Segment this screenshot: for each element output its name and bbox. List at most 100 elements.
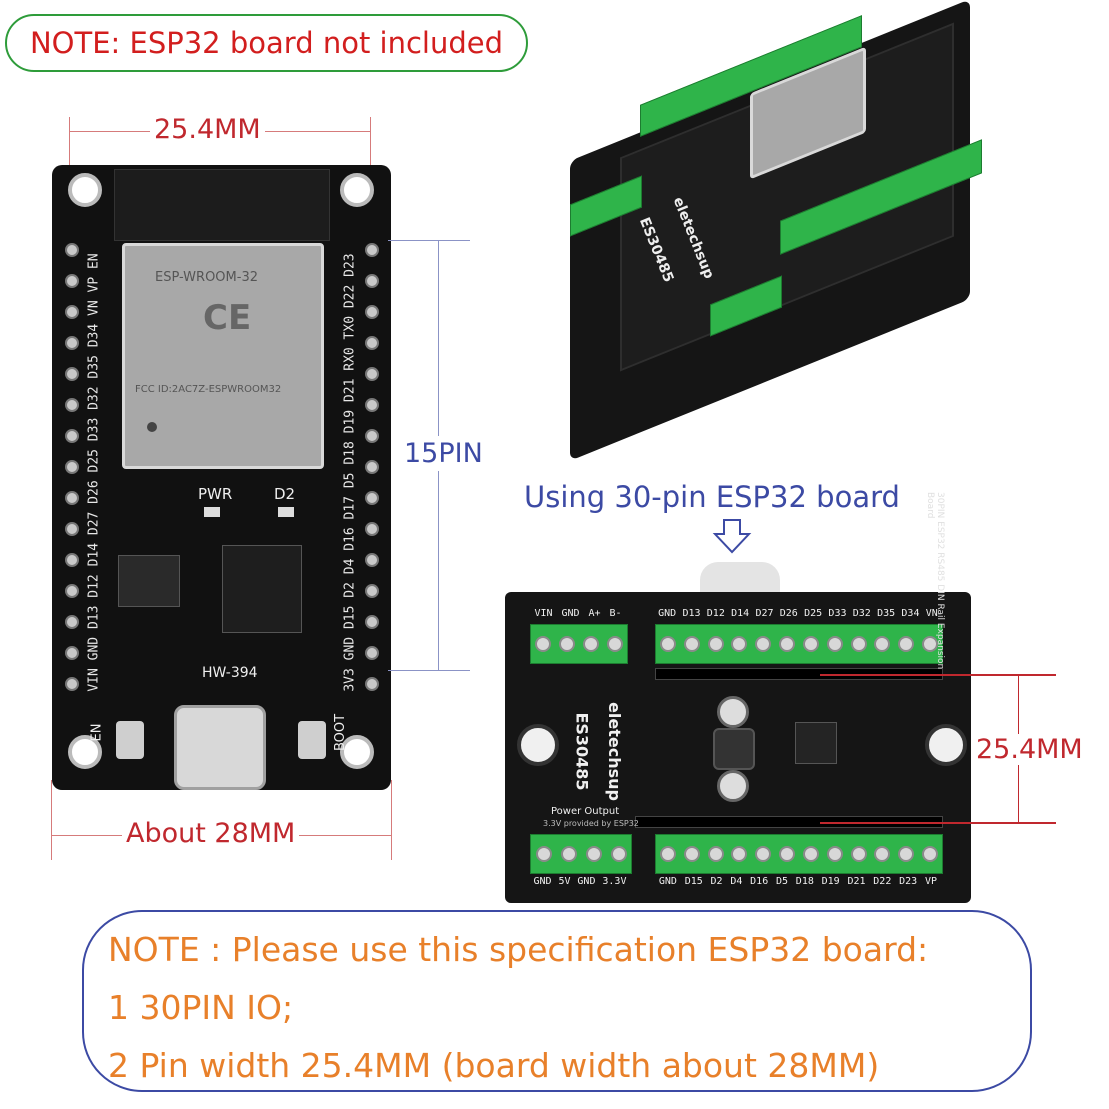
terminal-screw[interactable] xyxy=(802,846,819,862)
terminal-label: GND xyxy=(577,876,596,887)
terminal-label: VIN xyxy=(534,608,553,619)
terminal-screw[interactable] xyxy=(683,846,700,862)
terminal-screw[interactable] xyxy=(535,846,552,862)
terminal-block-power xyxy=(530,834,632,874)
header-pin xyxy=(65,491,79,505)
terminal-screw[interactable] xyxy=(779,846,796,862)
terminal-screw[interactable] xyxy=(707,636,724,652)
terminal-screw[interactable] xyxy=(585,846,602,862)
header-pin xyxy=(365,553,379,567)
terminal-label: 5V xyxy=(558,876,571,887)
terminal-screw[interactable] xyxy=(802,636,819,652)
header-pin xyxy=(365,584,379,598)
esp32-board: ESP-WROOM-32 CE FCC ID:2AC7Z-ESPWROOM32 … xyxy=(52,165,391,790)
header-pin xyxy=(365,615,379,629)
terminal-screw[interactable] xyxy=(707,846,724,862)
header-pin xyxy=(65,398,79,412)
terminal-screw[interactable] xyxy=(610,846,627,862)
terminal-screw[interactable] xyxy=(874,846,891,862)
terminal-screw[interactable] xyxy=(659,636,676,652)
dim-line-bottom-left-tick xyxy=(51,780,52,860)
right-pin-labels: 3V3 GND D15 D2 D4 D16 D17 D5 D18 D19 D21… xyxy=(342,253,358,692)
module-dot xyxy=(147,422,157,432)
top-note: NOTE: ESP32 board not included xyxy=(5,14,528,72)
header-pin xyxy=(65,274,79,288)
mount-hole-tr xyxy=(340,173,374,207)
din-rail-enclosure-3d: eletechsup ES30485 xyxy=(530,0,1000,461)
terminal-screw[interactable] xyxy=(559,636,575,652)
terminal-screw[interactable] xyxy=(922,636,939,652)
header-pin xyxy=(365,460,379,474)
boot-button[interactable] xyxy=(298,721,326,759)
terminal-label: GND xyxy=(533,876,552,887)
board-brand: eletechsup xyxy=(604,702,624,801)
dim-15pin-bottom-tick xyxy=(388,670,470,671)
dim-label-pin-count: 15PIN xyxy=(404,436,483,471)
terminal-block-bottom xyxy=(655,834,943,874)
fcc-label: FCC ID:2AC7Z-ESPWROOM32 xyxy=(135,384,282,395)
terminal-screw[interactable] xyxy=(607,636,623,652)
terminal-screw[interactable] xyxy=(874,636,891,652)
mount-hole-br xyxy=(340,735,374,769)
header-pin xyxy=(365,491,379,505)
terminal-screw[interactable] xyxy=(898,846,915,862)
down-arrow-icon xyxy=(712,518,752,554)
terminal-label: D26 xyxy=(779,608,798,619)
header-pin xyxy=(365,522,379,536)
bottom-note-line-2: 1 30PIN IO; xyxy=(108,988,294,1027)
terminal-label: D21 xyxy=(847,876,866,887)
dim-label-right-width: 25.4MM xyxy=(976,734,1083,765)
header-pin xyxy=(65,646,79,660)
terminal-screw[interactable] xyxy=(659,846,676,862)
header-pin xyxy=(65,367,79,381)
bottom-note: NOTE : Please use this specification ESP… xyxy=(82,910,1032,1092)
header-pin xyxy=(365,336,379,350)
power-output-sub: 3.3V provided by ESP32 xyxy=(543,819,639,828)
terminal-label: D4 xyxy=(730,876,743,887)
terminal-label: D32 xyxy=(852,608,871,619)
terminal-screw[interactable] xyxy=(898,636,915,652)
terminal-block-rs485 xyxy=(530,624,628,664)
terminal-screw[interactable] xyxy=(850,846,867,862)
terminal-label: VP xyxy=(924,876,937,887)
dim-right-bottom-line xyxy=(820,822,1056,824)
antenna-area xyxy=(114,169,330,241)
using-30pin-label: Using 30-pin ESP32 board xyxy=(524,480,900,514)
terminal-screw[interactable] xyxy=(922,846,939,862)
terminal-screw[interactable] xyxy=(755,846,772,862)
header-pin xyxy=(365,243,379,257)
terminal-label: D13 xyxy=(682,608,701,619)
terminal-screw[interactable] xyxy=(826,846,843,862)
terminal-screw[interactable] xyxy=(535,636,551,652)
d2-label: D2 xyxy=(274,485,296,503)
terminal-label: D25 xyxy=(804,608,823,619)
terminal-screw[interactable] xyxy=(826,636,843,652)
right-pin-column xyxy=(364,243,380,703)
terminal-screw[interactable] xyxy=(731,846,748,862)
terminal-label: D12 xyxy=(706,608,725,619)
terminal-block-top xyxy=(655,624,943,664)
header-pin xyxy=(365,398,379,412)
bottom-note-line-3: 2 Pin width 25.4MM (board width about 28… xyxy=(108,1046,880,1085)
terminal-screw[interactable] xyxy=(560,846,577,862)
en-button[interactable] xyxy=(116,721,144,759)
terminal-label: D16 xyxy=(750,876,769,887)
terminal-screw[interactable] xyxy=(850,636,867,652)
dim-right-top-line xyxy=(820,674,1056,676)
terminal-label: A+ xyxy=(588,608,601,619)
terminal-label: GND xyxy=(561,608,580,619)
terminal-screw[interactable] xyxy=(779,636,796,652)
terminal-label: D14 xyxy=(731,608,750,619)
terminal-screw[interactable] xyxy=(683,636,700,652)
terminal-screw[interactable] xyxy=(583,636,599,652)
header-pin xyxy=(365,646,379,660)
terminal-screw[interactable] xyxy=(755,636,772,652)
usb-c-port[interactable] xyxy=(174,705,266,790)
terminal-screw[interactable] xyxy=(731,636,748,652)
pwr-label: PWR xyxy=(198,485,233,503)
pwr-led xyxy=(204,507,220,517)
